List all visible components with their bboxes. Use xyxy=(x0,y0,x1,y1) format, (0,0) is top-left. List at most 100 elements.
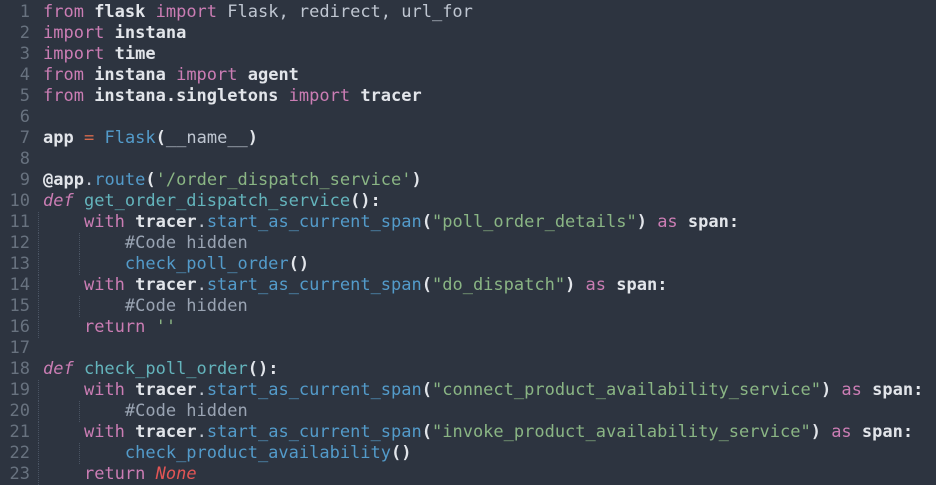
code-text: #Code hidden xyxy=(43,401,248,422)
line-number: 7 xyxy=(19,128,30,148)
indent-guide xyxy=(78,443,80,464)
code-token-punctuation: ( xyxy=(421,275,432,295)
code-token-plain-text xyxy=(74,128,84,148)
indent-guide xyxy=(78,254,80,275)
code-line: 22 check_product_availability() xyxy=(0,443,936,464)
code-token-keyword: from xyxy=(43,2,95,22)
code-token-identifier: time xyxy=(114,44,156,64)
line-number: 19 xyxy=(9,380,30,400)
code-token-string: "invoke_product_availability_service" xyxy=(432,422,811,442)
code-text: with tracer.start_as_current_span("poll_… xyxy=(43,212,739,233)
code-token-punctuation: ( xyxy=(421,422,432,442)
code-token-punctuation: () xyxy=(288,254,310,274)
code-token-string: "do_dispatch" xyxy=(432,275,566,295)
line-number: 14 xyxy=(9,275,30,295)
line-number: 9 xyxy=(19,170,30,190)
line-number: 21 xyxy=(9,422,30,442)
code-token-keyword: return xyxy=(83,464,156,484)
code-token-plain-text xyxy=(43,422,84,442)
code-token-punctuation: (): xyxy=(350,191,381,211)
code-token-identifier: tracer xyxy=(360,86,422,106)
code-line: 9 @app.route('/order_dispatch_service') xyxy=(0,170,936,191)
code-line: 10 def get_order_dispatch_service(): xyxy=(0,191,936,212)
code-token-identifier: tracer xyxy=(135,275,197,295)
code-token-operator: = xyxy=(83,128,95,148)
code-line: 13 check_poll_order() xyxy=(0,254,936,275)
code-line: 20 #Code hidden xyxy=(0,401,936,422)
code-line: 8 xyxy=(0,149,936,170)
code-token-keyword: from xyxy=(43,65,95,85)
code-token-keyword: import xyxy=(165,65,248,85)
line-number: 12 xyxy=(9,233,30,253)
code-token-plain-text: . xyxy=(196,380,207,400)
indent-guide xyxy=(38,443,39,464)
code-token-punctuation: ( xyxy=(421,212,432,232)
code-token-keyword: return xyxy=(83,317,156,337)
code-token-function-call: start_as_current_span xyxy=(206,212,422,232)
code-token-identifier: tracer xyxy=(135,422,197,442)
code-text: #Code hidden xyxy=(43,233,248,254)
code-token-plain-text: . xyxy=(196,212,207,232)
code-text: def check_poll_order(): xyxy=(43,359,278,380)
code-token-identifier: span xyxy=(687,212,729,232)
indent-guide xyxy=(38,464,39,485)
line-number: 10 xyxy=(9,191,30,211)
code-token-punctuation: () xyxy=(391,443,412,463)
code-token-identifier: instana xyxy=(114,23,187,43)
code-token-plain-text xyxy=(43,443,125,463)
code-token-keyword: import xyxy=(43,44,115,64)
code-text: with tracer.start_as_current_span("invok… xyxy=(43,422,913,443)
code-token-comment: #Code hidden xyxy=(124,401,248,421)
code-token-plain-text xyxy=(43,380,84,400)
code-text: check_poll_order() xyxy=(43,254,309,275)
code-token-string: "poll_order_details" xyxy=(432,212,637,232)
code-token-punctuation: (): xyxy=(247,359,279,379)
code-text: from instana import agent xyxy=(43,65,299,86)
code-text: @app.route('/order_dispatch_service') xyxy=(43,170,422,191)
code-token-comment: #Code hidden xyxy=(124,296,248,316)
code-token-plain-text xyxy=(43,464,84,484)
code-token-function-call: start_as_current_span xyxy=(206,422,422,442)
line-number: 5 xyxy=(19,86,30,106)
code-token-plain-text xyxy=(43,275,84,295)
code-text: def get_order_dispatch_service(): xyxy=(43,191,381,212)
code-line: 6 xyxy=(0,107,936,128)
code-token-keyword: with xyxy=(83,422,136,442)
code-token-function-call: route xyxy=(94,170,146,190)
line-number: 23 xyxy=(9,464,30,484)
code-token-keyword: with xyxy=(83,380,136,400)
indent-guide xyxy=(78,401,80,422)
code-line: 16 return '' xyxy=(0,317,936,338)
code-token-identifier: span xyxy=(872,380,914,400)
code-token-plain-text xyxy=(43,254,125,274)
code-token-identifier: instana xyxy=(94,65,166,85)
code-token-identifier: instana.singletons xyxy=(94,86,279,106)
line-number: 6 xyxy=(19,107,30,127)
code-token-punctuation: ( xyxy=(155,128,166,148)
line-number: 22 xyxy=(9,443,30,463)
code-token-keyword-italic: def xyxy=(43,359,84,379)
code-text: #Code hidden xyxy=(43,296,248,317)
code-token-string: "connect_product_availability_service" xyxy=(432,380,821,400)
code-token-string: '' xyxy=(155,317,177,337)
code-token-plain-text xyxy=(94,128,104,148)
line-number: 8 xyxy=(19,149,30,169)
code-token-constant: None xyxy=(155,464,197,484)
line-number: 1 xyxy=(19,2,30,22)
code-token-punctuation: ) xyxy=(411,170,422,190)
code-token-keyword: import xyxy=(145,2,228,22)
code-token-identifier: span xyxy=(616,275,658,295)
code-token-punctuation: ) xyxy=(247,128,259,148)
code-token-function-call: start_as_current_span xyxy=(206,275,422,295)
code-token-function-call: Flask xyxy=(104,128,156,148)
code-text: with tracer.start_as_current_span("conne… xyxy=(43,380,923,401)
code-token-punctuation: ( xyxy=(145,170,156,190)
code-token-keyword: as xyxy=(646,212,688,232)
line-number: 11 xyxy=(9,212,30,232)
code-text: app = Flask(__name__) xyxy=(43,128,258,149)
code-text: with tracer.start_as_current_span("do_di… xyxy=(43,275,668,296)
code-line: 19 with tracer.start_as_current_span("co… xyxy=(0,380,936,401)
